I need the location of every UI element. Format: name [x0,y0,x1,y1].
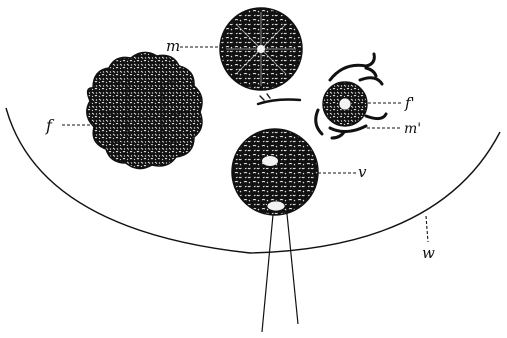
label-v: v [358,163,367,181]
label-m-prime: m' [404,121,421,137]
leader-w [426,216,428,242]
label-m: m [166,37,180,55]
label-f: f [45,116,55,135]
cell-f-prime [323,82,367,126]
mass-m [220,8,302,90]
mass-f [87,52,202,168]
label-f-prime: f' [404,94,415,112]
label-w: w [422,244,435,262]
cell-v [232,129,318,332]
